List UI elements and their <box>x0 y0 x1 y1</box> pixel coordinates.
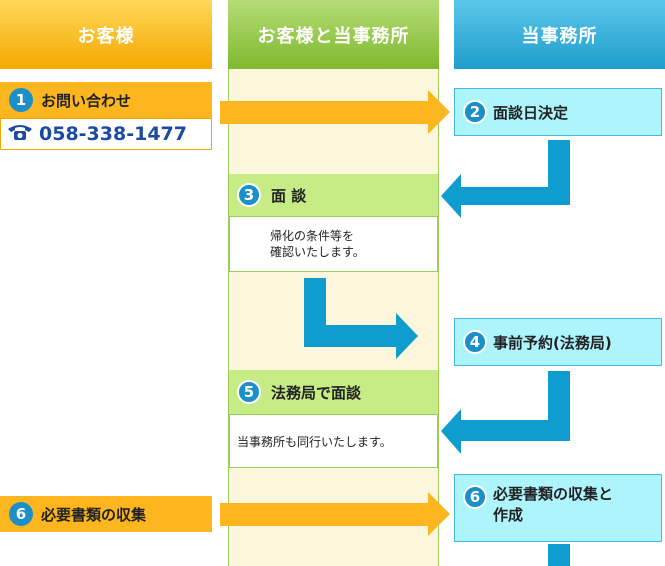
arrow-1-to-2 <box>220 90 450 134</box>
step-6-office-label-line-1: 必要書類の収集と <box>493 485 614 503</box>
step-number-6-office: 6 <box>463 485 487 509</box>
step-number-2: 2 <box>463 100 487 124</box>
step-6-office-label: 必要書類の収集と 作成 <box>493 484 613 526</box>
arrow-continue <box>548 544 570 566</box>
step-5-bureau-meeting: 5 法務局で面談 <box>229 370 438 414</box>
step-2-set-meeting-date: 2 面談日決定 <box>454 88 662 136</box>
step-3-meeting: 3 面 談 <box>229 174 438 216</box>
step-number-5: 5 <box>237 380 261 404</box>
step-number-1: 1 <box>9 88 33 112</box>
step-4-label: 事前予約(法務局) <box>493 333 612 352</box>
header-office: 当事務所 <box>454 0 665 69</box>
step-5-note-text: 当事務所も同行いたします。 <box>237 434 392 449</box>
arrow-2-to-3 <box>441 140 570 218</box>
step-3-label: 面 談 <box>271 186 307 205</box>
step-6-customer-collect-documents: 6 必要書類の収集 <box>0 496 212 532</box>
column-customer-and-office <box>228 69 439 566</box>
step-5-label: 法務局で面談 <box>271 383 362 402</box>
step-number-4: 4 <box>463 330 487 354</box>
step-1-label: お問い合わせ <box>41 91 132 110</box>
phone-number[interactable]: 058-338-1477 <box>39 123 187 145</box>
header-customer-and-office: お客様と当事務所 <box>228 0 439 69</box>
step-5-note: 当事務所も同行いたします。 <box>229 414 438 468</box>
step-6-office-collect-and-create: 6 必要書類の収集と 作成 <box>454 474 662 542</box>
step-number-6-customer: 6 <box>9 502 33 526</box>
arrow-4-to-5 <box>441 371 570 454</box>
step-4-reservation: 4 事前予約(法務局) <box>454 318 662 366</box>
step-6-customer-label: 必要書類の収集 <box>41 505 147 524</box>
step-3-note-line-2: 確認いたします。 <box>270 245 365 259</box>
step-number-3: 3 <box>237 183 261 207</box>
phone-icon <box>7 123 33 146</box>
phone-number-box: 058-338-1477 <box>0 118 212 150</box>
arrow-3-to-4 <box>304 278 418 359</box>
step-2-label: 面談日決定 <box>493 103 569 122</box>
step-3-note: 帰化の条件等を 確認いたします。 <box>229 216 438 272</box>
step-3-note-line-1: 帰化の条件等を <box>270 229 355 243</box>
header-customer: お客様 <box>0 0 212 69</box>
step-1-inquiry: 1 お問い合わせ <box>0 82 212 118</box>
arrow-6-to-6 <box>220 492 450 536</box>
step-6-office-label-line-2: 作成 <box>493 506 524 524</box>
